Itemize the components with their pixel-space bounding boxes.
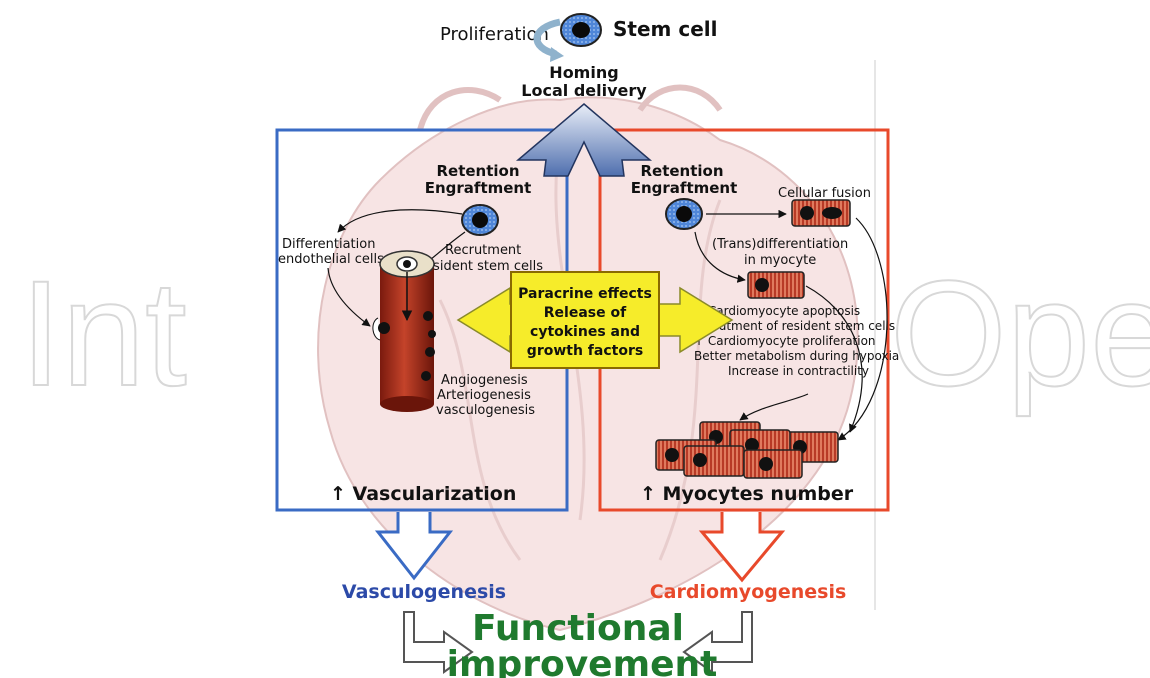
- paracrine-line-2: Release of: [544, 305, 627, 321]
- stem-cell-label: Stem cell: [613, 17, 717, 41]
- in-myocyte-label: in myocyte: [744, 253, 816, 268]
- proliferation-label: Proliferation: [440, 24, 549, 45]
- arteriogenesis-label: Arteriogenesis: [437, 388, 531, 403]
- paracrine-line-3: cytokines and: [530, 324, 640, 340]
- vasculogenesis-outcome: Vasculogenesis: [342, 581, 506, 603]
- watermark-left: Int: [20, 249, 187, 417]
- proliferation-arrowhead: [550, 47, 564, 62]
- recruitment-label-1: Recrutment: [445, 243, 521, 258]
- improvement-label: improvement: [447, 644, 718, 678]
- vasculogenesis-detail-label: vasculogenesis: [436, 403, 535, 418]
- right-retention-label: Retention: [640, 162, 723, 180]
- paracrine-line-1: Paracrine effects: [518, 286, 652, 302]
- right-stem-cell-nucleus: [676, 206, 692, 222]
- paracrine-line-4: growth factors: [527, 343, 643, 359]
- right-engraftment-label: Engraftment: [631, 179, 738, 197]
- cardiomyogenesis-outcome: Cardiomyogenesis: [650, 581, 847, 603]
- left-engraftment-label: Engraftment: [425, 179, 532, 197]
- homing-label: Homing: [549, 63, 618, 82]
- blood-vessel-illustration: [373, 251, 436, 412]
- fused-myocyte-cell: [792, 200, 850, 226]
- effect-3: ↑ Cardiomyocyte proliferation: [694, 334, 876, 348]
- myocytes-number-label: ↑ Myocytes number: [640, 483, 854, 505]
- effect-5: Increase in contractility: [728, 364, 869, 378]
- local-delivery-label: Local delivery: [521, 81, 647, 100]
- effect-4: Better metabolism during hypoxia: [694, 349, 899, 363]
- left-retention-label: Retention: [436, 162, 519, 180]
- functional-label: Functional: [472, 608, 684, 649]
- vascularization-label: ↑ Vascularization: [330, 483, 516, 505]
- watermark-right: Open: [890, 249, 1150, 417]
- trans-differentiation-label: (Trans)differentiation: [712, 237, 848, 252]
- differentiation-label-2: endothelial cells: [278, 252, 384, 267]
- fusion-label: Cellular fusion: [778, 186, 871, 201]
- left-stem-cell-nucleus: [472, 212, 488, 228]
- angiogenesis-label: Angiogenesis: [441, 373, 528, 388]
- differentiated-myocyte-cell: [748, 272, 804, 298]
- differentiation-label-1: Differentiation: [282, 237, 375, 252]
- stem-cell-nucleus: [572, 22, 590, 38]
